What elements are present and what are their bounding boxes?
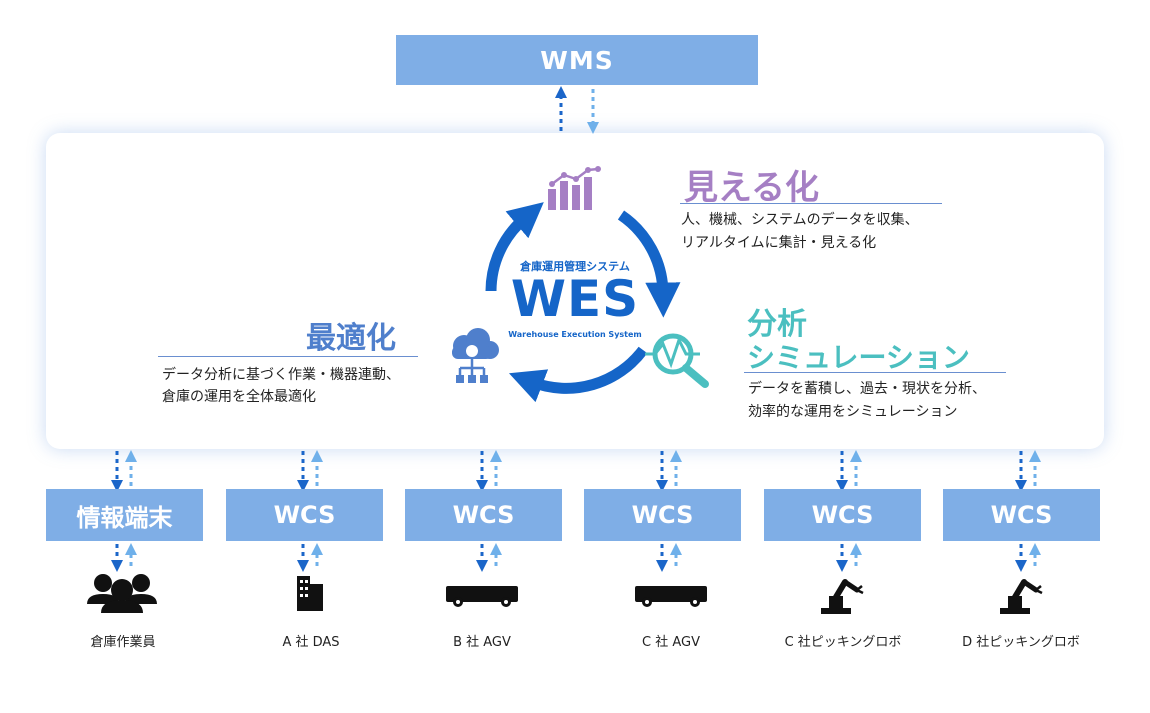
system-block-wcs-c-robot: WCS [764,489,921,541]
workers-icon [87,574,157,613]
device-label-d-robot: D 社ピッキングロボ [962,635,1080,650]
wes-label-jp: 倉庫運用管理システム [520,260,630,273]
analysis-title: 分析 [747,307,807,342]
robot-arm-icon [1000,579,1043,614]
agv-icon [446,586,518,607]
wes-subtitle: Warehouse Execution System [508,330,642,339]
visualize-rule [680,203,942,204]
system-link-arrows [111,450,1041,572]
device-label-a-das: A 社 DAS [282,635,340,650]
optimize-title: 最適化 [306,321,396,356]
magnifier-wave-icon [645,333,709,388]
system-block-info-terminal: 情報端末 [46,489,203,541]
optimize-desc-line2: 倉庫の運用を全体最適化 [162,389,316,405]
visualize-title: 見える化 [684,168,819,208]
bar-chart-icon [548,166,601,210]
optimize-desc-line1: データ分析に基づく作業・機器連動、 [162,367,400,383]
system-block-wcs-a: WCS [226,489,383,541]
system-block-wcs-c: WCS [584,489,741,541]
device-label-c-robot: C 社ピッキングロボ [784,635,902,650]
building-icon [297,576,323,611]
visualize-desc-line1: 人、機械、システムのデータを収集、 [681,212,919,228]
device-label-workers: 倉庫作業員 [90,635,156,650]
cloud-network-icon [452,328,499,383]
visualize-desc-line2: リアルタイムに集計・見える化 [681,235,877,251]
wes-title: WES [510,270,640,328]
device-label-c-agv: C 社 AGV [642,635,700,650]
analysis-rule [744,372,1006,373]
system-block-wcs-b: WCS [405,489,562,541]
simulation-title: シミュレーション [747,341,970,374]
system-block-wcs-d-robot: WCS [943,489,1100,541]
wms-block: WMS [396,35,758,85]
agv-icon [635,586,707,607]
robot-arm-icon [821,579,864,614]
analysis-desc-line1: データを蓄積し、過去・現状を分析、 [748,381,986,397]
wms-link-arrows [555,86,599,134]
cycle-arrows [485,202,681,403]
device-label-b-agv: B 社 AGV [453,635,511,650]
analysis-desc-line2: 効率的な運用をシミュレーション [748,404,958,420]
optimize-rule [158,356,418,357]
